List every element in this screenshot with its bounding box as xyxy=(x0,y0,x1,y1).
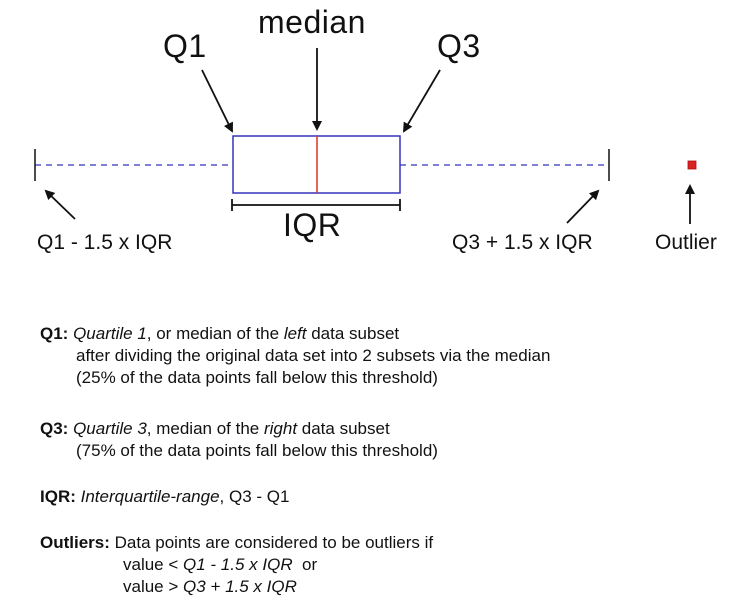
upper-fence-label: Q3 + 1.5 x IQR xyxy=(452,231,593,254)
definition-emphasis: Interquartile-range xyxy=(80,487,220,506)
definition-text: or xyxy=(292,555,318,574)
q3-arrow xyxy=(402,69,441,133)
definition-emphasis: left xyxy=(283,324,307,343)
definition-emphasis: Q3 + 1.5 x IQR xyxy=(183,577,297,596)
q1-arrow xyxy=(201,69,233,133)
definition-text: after dividing the original data set int… xyxy=(76,346,551,365)
lower-fence-label: Q1 - 1.5 x IQR xyxy=(37,231,173,254)
definition-emphasis: Quartile 1 xyxy=(73,324,147,343)
definition-text: (75% of the data points fall below this … xyxy=(76,441,438,460)
definition-text: (25% of the data points fall below this … xyxy=(76,368,438,387)
definition-text: data subset xyxy=(297,419,390,438)
median-label: median xyxy=(258,4,366,40)
definition-text: , or median of the xyxy=(146,324,284,343)
definition-text: value > xyxy=(123,577,184,596)
definition-term: Q3: xyxy=(40,419,69,438)
definition-iqr: IQR: Interquartile-range, Q3 - Q1 xyxy=(40,486,289,508)
definition-text: data subset xyxy=(306,324,400,343)
definition-text: , Q3 - Q1 xyxy=(219,487,290,506)
upper-fence-arrow xyxy=(566,189,600,224)
definition-term: Q1: xyxy=(40,324,69,343)
definition-emphasis: right xyxy=(263,419,298,438)
definition-emphasis: Q1 - 1.5 x IQR xyxy=(183,555,293,574)
definition-q1: Q1: Quartile 1, or median of the left da… xyxy=(40,323,550,389)
definition-text: , median of the xyxy=(146,419,264,438)
definition-term: Outliers: xyxy=(40,533,110,552)
definition-text: Data points are considered to be outlier… xyxy=(114,533,434,552)
outlier-point xyxy=(687,160,697,170)
iqr-label: IQR xyxy=(283,207,342,243)
lower-fence-arrow xyxy=(44,189,76,220)
q3-label: Q3 xyxy=(437,28,481,64)
outlier-label: Outlier xyxy=(655,231,717,254)
definition-q3: Q3: Quartile 3, median of the right data… xyxy=(40,418,438,462)
definition-emphasis: Quartile 3 xyxy=(73,419,147,438)
definition-text: value < xyxy=(123,555,184,574)
definition-term: IQR: xyxy=(40,487,76,506)
q1-label: Q1 xyxy=(163,28,207,64)
definition-outliers: Outliers: Data points are considered to … xyxy=(40,532,433,598)
